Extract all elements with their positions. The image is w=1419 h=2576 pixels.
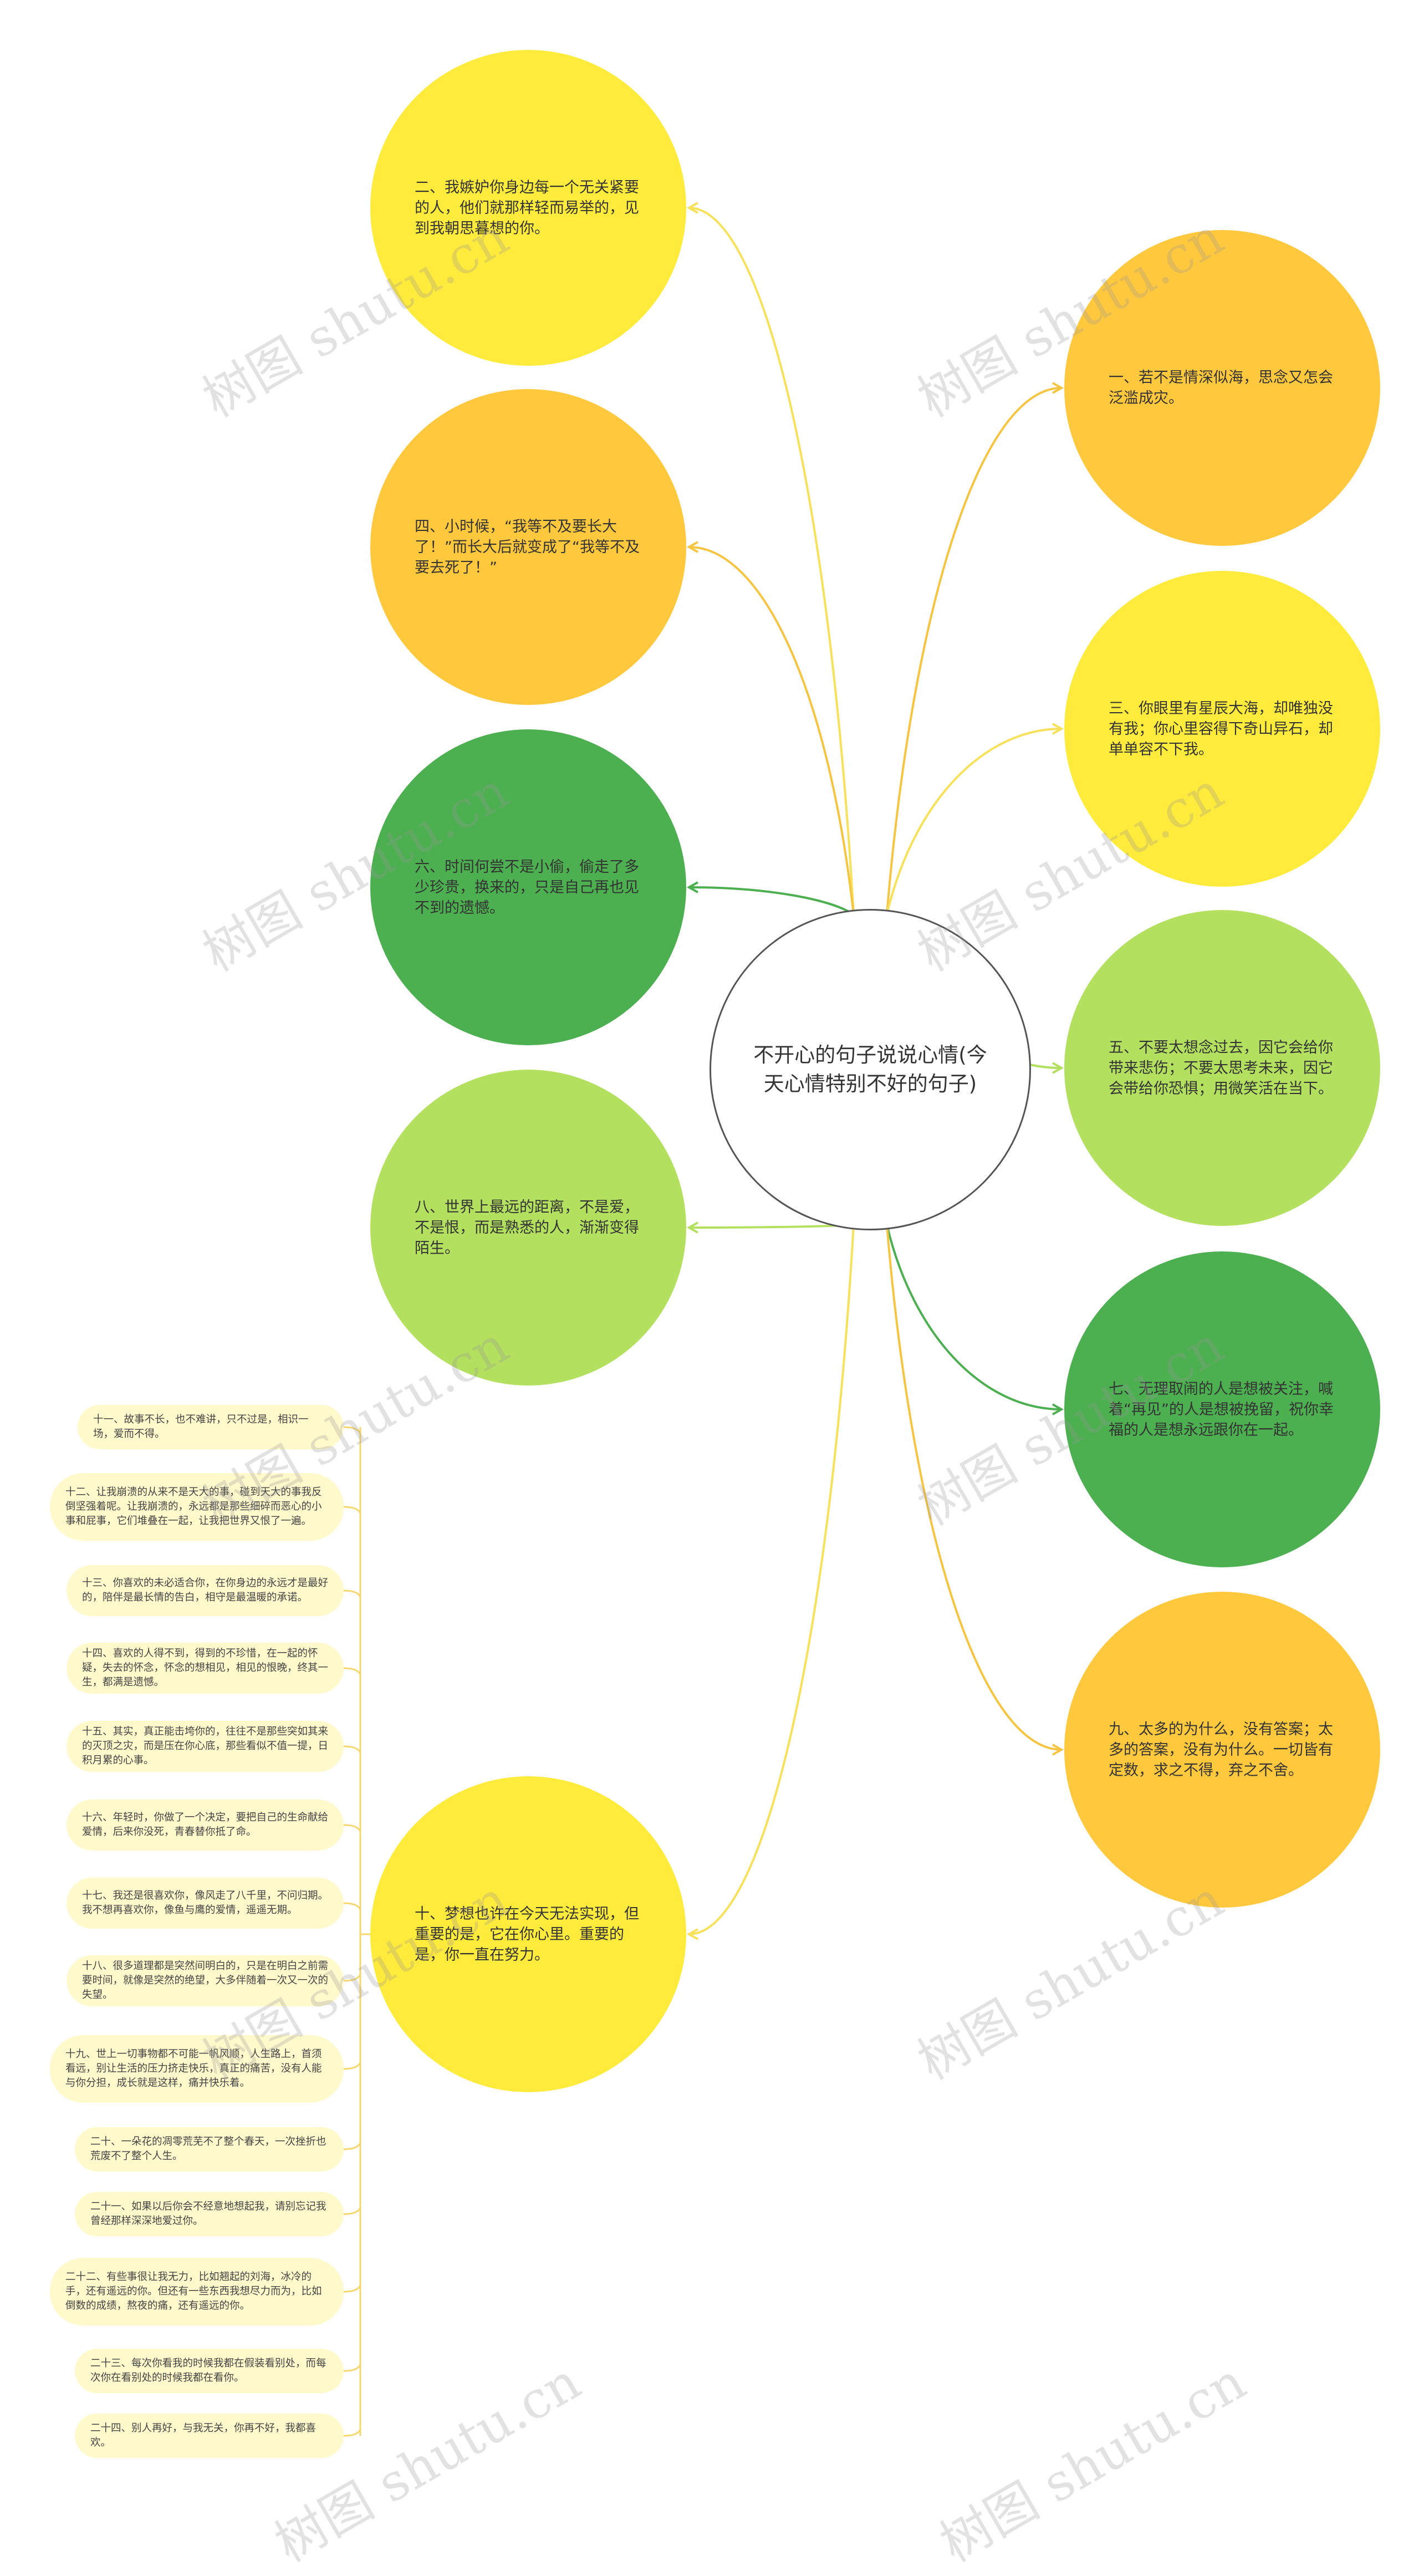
leaf-item-21[interactable]: 二十一、如果以后你会不经意地想起我，请别忘记我曾经那样深深地爱过你。 [75,2192,344,2236]
leaf-bracket-tick [343,1589,361,1598]
topic-node-text: 七、无理取闹的人是想被关注，喊着“再见”的人是想被挽留，祝你幸福的人是想永远跟你… [1109,1380,1334,1439]
topic-node-9[interactable]: 九、太多的为什么，没有答案；太多的答案，没有为什么。一切皆有定数，求之不得，弃之… [1064,1592,1380,1908]
leaf-bracket-tick [343,2062,361,2070]
leaf-item-text: 十一、故事不长，也不难讲，只不过是，相识一场，爱而不得。 [93,1414,309,1440]
topic-node-3[interactable]: 三、你眼里有星辰大海，却唯独没有我；你心里容得下奇山异石，却单单容不下我。 [1064,571,1380,887]
topic-node-text: 四、小时候，“我等不及要长大了！”而长大后就变成了“我等不及要去死了！” [415,518,640,576]
topic-node-4[interactable]: 四、小时候，“我等不及要长大了！”而长大后就变成了“我等不及要去死了！” [370,389,686,705]
topic-node-text: 一、若不是情深似海，思念又怎会泛滥成灾。 [1109,369,1333,407]
leaf-item-11[interactable]: 十一、故事不长，也不难讲，只不过是，相识一场，爱而不得。 [78,1405,344,1449]
connector-n7-arrow [1052,1403,1064,1415]
connector-n6 [688,886,855,916]
central-topic[interactable]: 不开心的句子说说心情(今天心情特别不好的句子) [710,909,1031,1230]
leaf-item-17[interactable]: 十七、我还是很喜欢你，像风走了八千里，不问归期。我不想再喜欢你，像鱼与鹰的爱情，… [67,1878,344,1929]
leaf-item-20[interactable]: 二十、一朵花的凋零荒芜不了整个春天，一次挫折也荒废不了整个人生。 [75,2127,344,2171]
connector-n4 [688,546,855,915]
leaf-item-12[interactable]: 十二、让我崩溃的从来不是天大的事，碰到天大的事我反倒坚强着呢。让我崩溃的，永远都… [50,1473,344,1541]
topic-node-text: 二、我嫉妒你身边每一个无关紧要的人，他们就那样轻而易举的，见到我朝思暮想的你。 [415,178,639,237]
leaf-item-text: 二十三、每次你看我的时候我都在假装看别处，而每次你在看别处的时候我都在看你。 [90,2358,326,2384]
topic-node-text: 五、不要太想念过去，因它会给你带来悲伤；不要太思考未来，因它会带给你恐惧；用微笑… [1109,1039,1333,1097]
topic-node-5[interactable]: 五、不要太想念过去，因它会给你带来悲伤；不要太思考未来，因它会带给你恐惧；用微笑… [1064,910,1380,1226]
leaf-item-text: 十二、让我崩溃的从来不是天大的事，碰到天大的事我反倒坚强着呢。让我崩溃的，永远都… [65,1486,322,1527]
leaf-item-18[interactable]: 十八、很多道理都是突然间明白的，只是在明白之前需要时间，就像是突然的绝望，大多伴… [67,1955,344,2006]
leaf-item-text: 十七、我还是很喜欢你，像风走了八千里，不问归期。我不想再喜欢你，像鱼与鹰的爱情，… [82,1890,329,1916]
topic-node-text: 十、梦想也许在今天无法实现，但重要的是，它在你心里。重要的是，你一直在努力。 [415,1905,639,1964]
leaf-bracket-tick [343,2142,361,2150]
leaf-item-16[interactable]: 十六、年轻时，你做了一个决定，要把自己的生命献给爱情，后来你没死，青春替你抵了命… [67,1800,344,1851]
leaf-bracket-tick [343,1824,361,1832]
leaf-item-text: 二十二、有些事很让我无力，比如翘起的刘海，冰冷的手，还有遥远的你。但还有一些东西… [65,2271,322,2312]
leaf-item-19[interactable]: 十九、世上一切事物都不可能一帆风顺，人生路上，首须看远，别让生活的压力挤走快乐，… [50,2035,344,2103]
leaf-item-15[interactable]: 十五、其实，真正能击垮你的，往往不是那些突如其来的灭顶之灾，而是压在你心底，那些… [67,1721,344,1772]
leaf-bracket-tick [343,1974,361,1982]
leaf-item-text: 十六、年轻时，你做了一个决定，要把自己的生命献给爱情，后来你没死，青春替你抵了命… [82,1812,329,1838]
topic-node-7[interactable]: 七、无理取闹的人是想被关注，喊着“再见”的人是想被挽留，祝你幸福的人是想永远跟你… [1064,1251,1380,1567]
topic-node-text: 九、太多的为什么，没有答案；太多的答案，没有为什么。一切皆有定数，求之不得，弃之… [1109,1720,1333,1779]
leaf-item-text: 二十四、别人再好，与我无关，你再不好，我都喜欢。 [90,2422,317,2449]
topic-node-10[interactable]: 十、梦想也许在今天无法实现，但重要的是，它在你心里。重要的是，你一直在努力。 [370,1776,686,2092]
leaf-item-14[interactable]: 十四、喜欢的人得不到，得到的不珍惜，在一起的怀疑，失去的怀念，怀念的想相见，相见… [67,1643,344,1694]
topic-node-text: 六、时间何尝不是小偷，偷走了多少珍贵，换来的，只是自己再也见不到的遗憾。 [415,858,639,917]
leaf-item-text: 二十、一朵花的凋零荒芜不了整个春天，一次挫折也荒废不了整个人生。 [90,2136,326,2162]
topic-node-text: 三、你眼里有星辰大海，却唯独没有我；你心里容得下奇山异石，却单单容不下我。 [1109,699,1333,758]
connector-n1-arrow [1052,382,1064,394]
leaf-bracket-tick [343,1506,361,1514]
leaf-item-text: 十五、其实，真正能击垮你的，往往不是那些突如其来的灭顶之灾，而是压在你心底，那些… [82,1726,329,1766]
connector-n8 [688,1224,854,1229]
leaf-bracket-tick [343,2429,361,2437]
leaf-bracket-tick [343,1902,361,1910]
leaf-item-text: 十三、你喜欢的未必适合你，在你身边的永远才是最好的，陪伴是最长情的告白，相守是最… [82,1577,329,1603]
leaf-item-text: 十八、很多道理都是突然间明白的，只是在明白之前需要时间，就像是突然的绝望，大多伴… [82,1960,329,2001]
connector-n8-arrow [686,1221,698,1234]
leaf-bracket-tick [343,2207,361,2215]
connector-n9 [886,1224,1062,1751]
connector-n2-arrow [686,202,698,214]
leaf-item-text: 二十一、如果以后你会不经意地想起我，请别忘记我曾经那样深深地爱过你。 [90,2201,326,2227]
connector-n3 [886,728,1062,915]
topic-node-6[interactable]: 六、时间何尝不是小偷，偷走了多少珍贵，换来的，只是自己再也见不到的遗憾。 [370,729,686,1045]
leaf-bracket-tick [343,2364,361,2372]
leaf-item-text: 十九、世上一切事物都不可能一帆风顺，人生路上，首须看远，别让生活的压力挤走快乐，… [65,2048,322,2089]
connector-n6-arrow [686,881,698,893]
connector-n4-arrow [686,541,698,553]
leaf-item-13[interactable]: 十三、你喜欢的未必适合你，在你身边的永远才是最好的，陪伴是最长情的告白，相守是最… [67,1565,344,1616]
connector-n10 [688,1224,855,1935]
central-topic-text: 不开心的句子说说心情(今天心情特别不好的句子) [753,1043,987,1096]
connector-n5-arrow [1052,1062,1064,1074]
mindmap-canvas: 不开心的句子说说心情(今天心情特别不好的句子) 二、我嫉妒你身边每一个无关紧要的… [50,50,1380,2574]
leaf-item-text: 十四、喜欢的人得不到，得到的不珍惜，在一起的怀疑，失去的怀念，怀念的想相见，相见… [82,1648,329,1688]
leaf-bracket-tick [343,1745,361,1754]
leaf-bracket-tick [343,1667,361,1675]
topic-node-8[interactable]: 八、世界上最远的距离，不是爱，不是恨，而是熟悉的人，渐渐变得陌生。 [370,1070,686,1386]
connector-n9-arrow [1052,1744,1064,1756]
connector-n7 [886,1224,1062,1410]
leaf-item-22[interactable]: 二十二、有些事很让我无力，比如翘起的刘海，冰冷的手，还有遥远的你。但还有一些东西… [50,2258,344,2325]
connector-n10-arrow [686,1928,698,1940]
leaf-bracket-tick [343,1426,361,1434]
topic-node-1[interactable]: 一、若不是情深似海，思念又怎会泛滥成灾。 [1064,230,1380,546]
connector-lines [343,202,1064,2437]
connector-n1 [886,387,1062,915]
connector-n2 [688,207,855,915]
topic-node-2[interactable]: 二、我嫉妒你身边每一个无关紧要的人，他们就那样轻而易举的，见到我朝思暮想的你。 [370,50,686,366]
topic-node-text: 八、世界上最远的距离，不是爱，不是恨，而是熟悉的人，渐渐变得陌生。 [415,1198,639,1257]
connector-n3-arrow [1052,723,1064,735]
leaf-bracket-tick [343,2284,361,2293]
leaf-item-23[interactable]: 二十三、每次你看我的时候我都在假装看别处，而每次你在看别处的时候我都在看你。 [75,2349,344,2393]
leaf-item-24[interactable]: 二十四、别人再好，与我无关，你再不好，我都喜欢。 [75,2414,344,2458]
